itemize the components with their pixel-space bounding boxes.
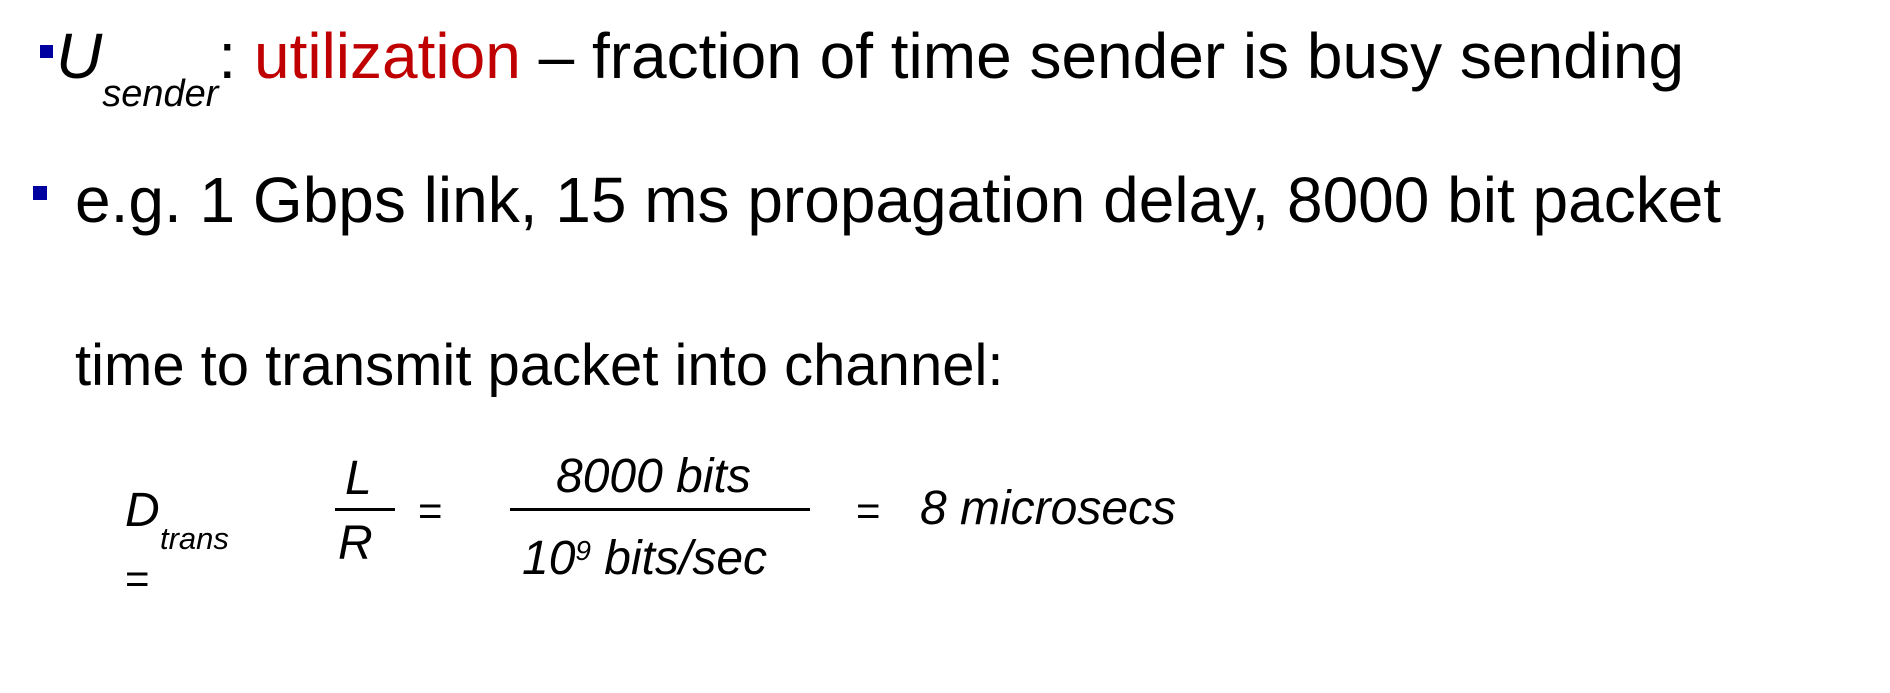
bullet-marker-1	[40, 45, 53, 58]
bullet-2-text: e.g. 1 Gbps link, 15 ms propagation dela…	[75, 164, 1722, 236]
fraction-bar-2	[510, 508, 810, 511]
denominator-exponent: 9	[575, 535, 591, 566]
fraction-denominator-r: R	[338, 517, 373, 570]
fraction-bar-1	[335, 508, 395, 511]
fraction-numerator-l: L	[345, 452, 372, 505]
utilization-subscript: sender	[102, 73, 219, 115]
d-trans-symbol: D	[125, 487, 160, 535]
denominator-unit: bits/sec	[590, 532, 768, 585]
equals-1: =	[418, 487, 443, 534]
utilization-term: utilization	[253, 20, 521, 92]
equals-2: =	[856, 487, 881, 534]
d-trans-subscript: trans	[160, 521, 229, 556]
transmit-time-heading: time to transmit packet into channel:	[75, 333, 1004, 398]
fraction-numerator-bits: 8000 bits	[556, 450, 751, 503]
colon: :	[218, 20, 237, 92]
transmit-time-result: 8 microsecs	[920, 482, 1177, 535]
denominator-base: 10	[522, 532, 576, 585]
d-symbol: D	[125, 484, 160, 537]
lhs-equals: =	[125, 555, 150, 602]
utilization-definition: – fraction of time sender is busy sendin…	[538, 20, 1685, 92]
fraction-denominator-rate: 109 bits/sec	[522, 535, 767, 583]
bullet-1-text: Usender: utilization – fraction of time …	[56, 24, 1684, 113]
bullet-marker-2	[33, 186, 47, 200]
utilization-symbol: U	[56, 20, 103, 92]
